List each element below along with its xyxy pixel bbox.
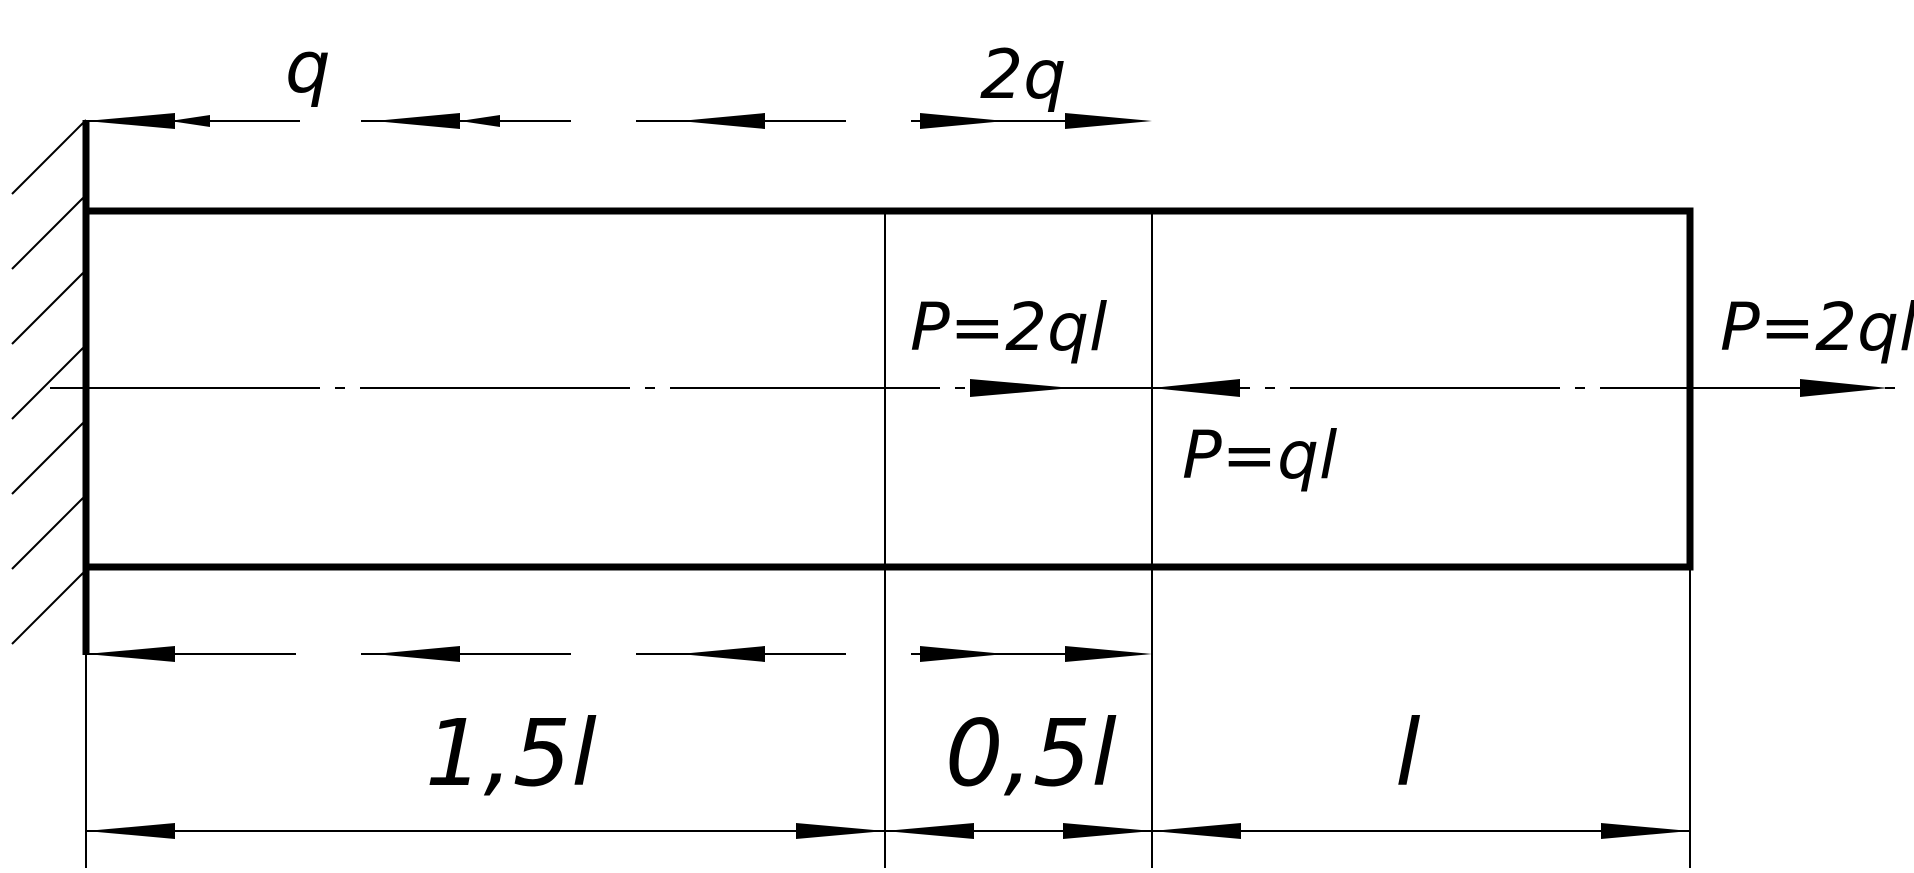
dimension-label-1: 1,5l <box>425 700 597 807</box>
force-mid-arrow <box>970 379 1072 397</box>
dimension-label-2: 0,5l <box>945 700 1117 807</box>
force-label-reverse: P=ql <box>1182 417 1338 494</box>
point-forces <box>970 379 1888 397</box>
distributed-load-top <box>86 113 1152 129</box>
force-label-end: P=2ql <box>1720 289 1914 366</box>
load-label-q: q <box>285 25 331 109</box>
force-label-mid: P=2ql <box>910 289 1108 366</box>
load-label-2q: 2q <box>980 36 1066 115</box>
distributed-load-bottom <box>86 646 1152 662</box>
wall-hatching <box>11 119 87 645</box>
force-end-arrow <box>1800 379 1888 397</box>
dimension-label-3: l <box>1395 700 1421 807</box>
force-reverse-arrow <box>1152 379 1240 397</box>
dimension-lines <box>85 567 1691 868</box>
